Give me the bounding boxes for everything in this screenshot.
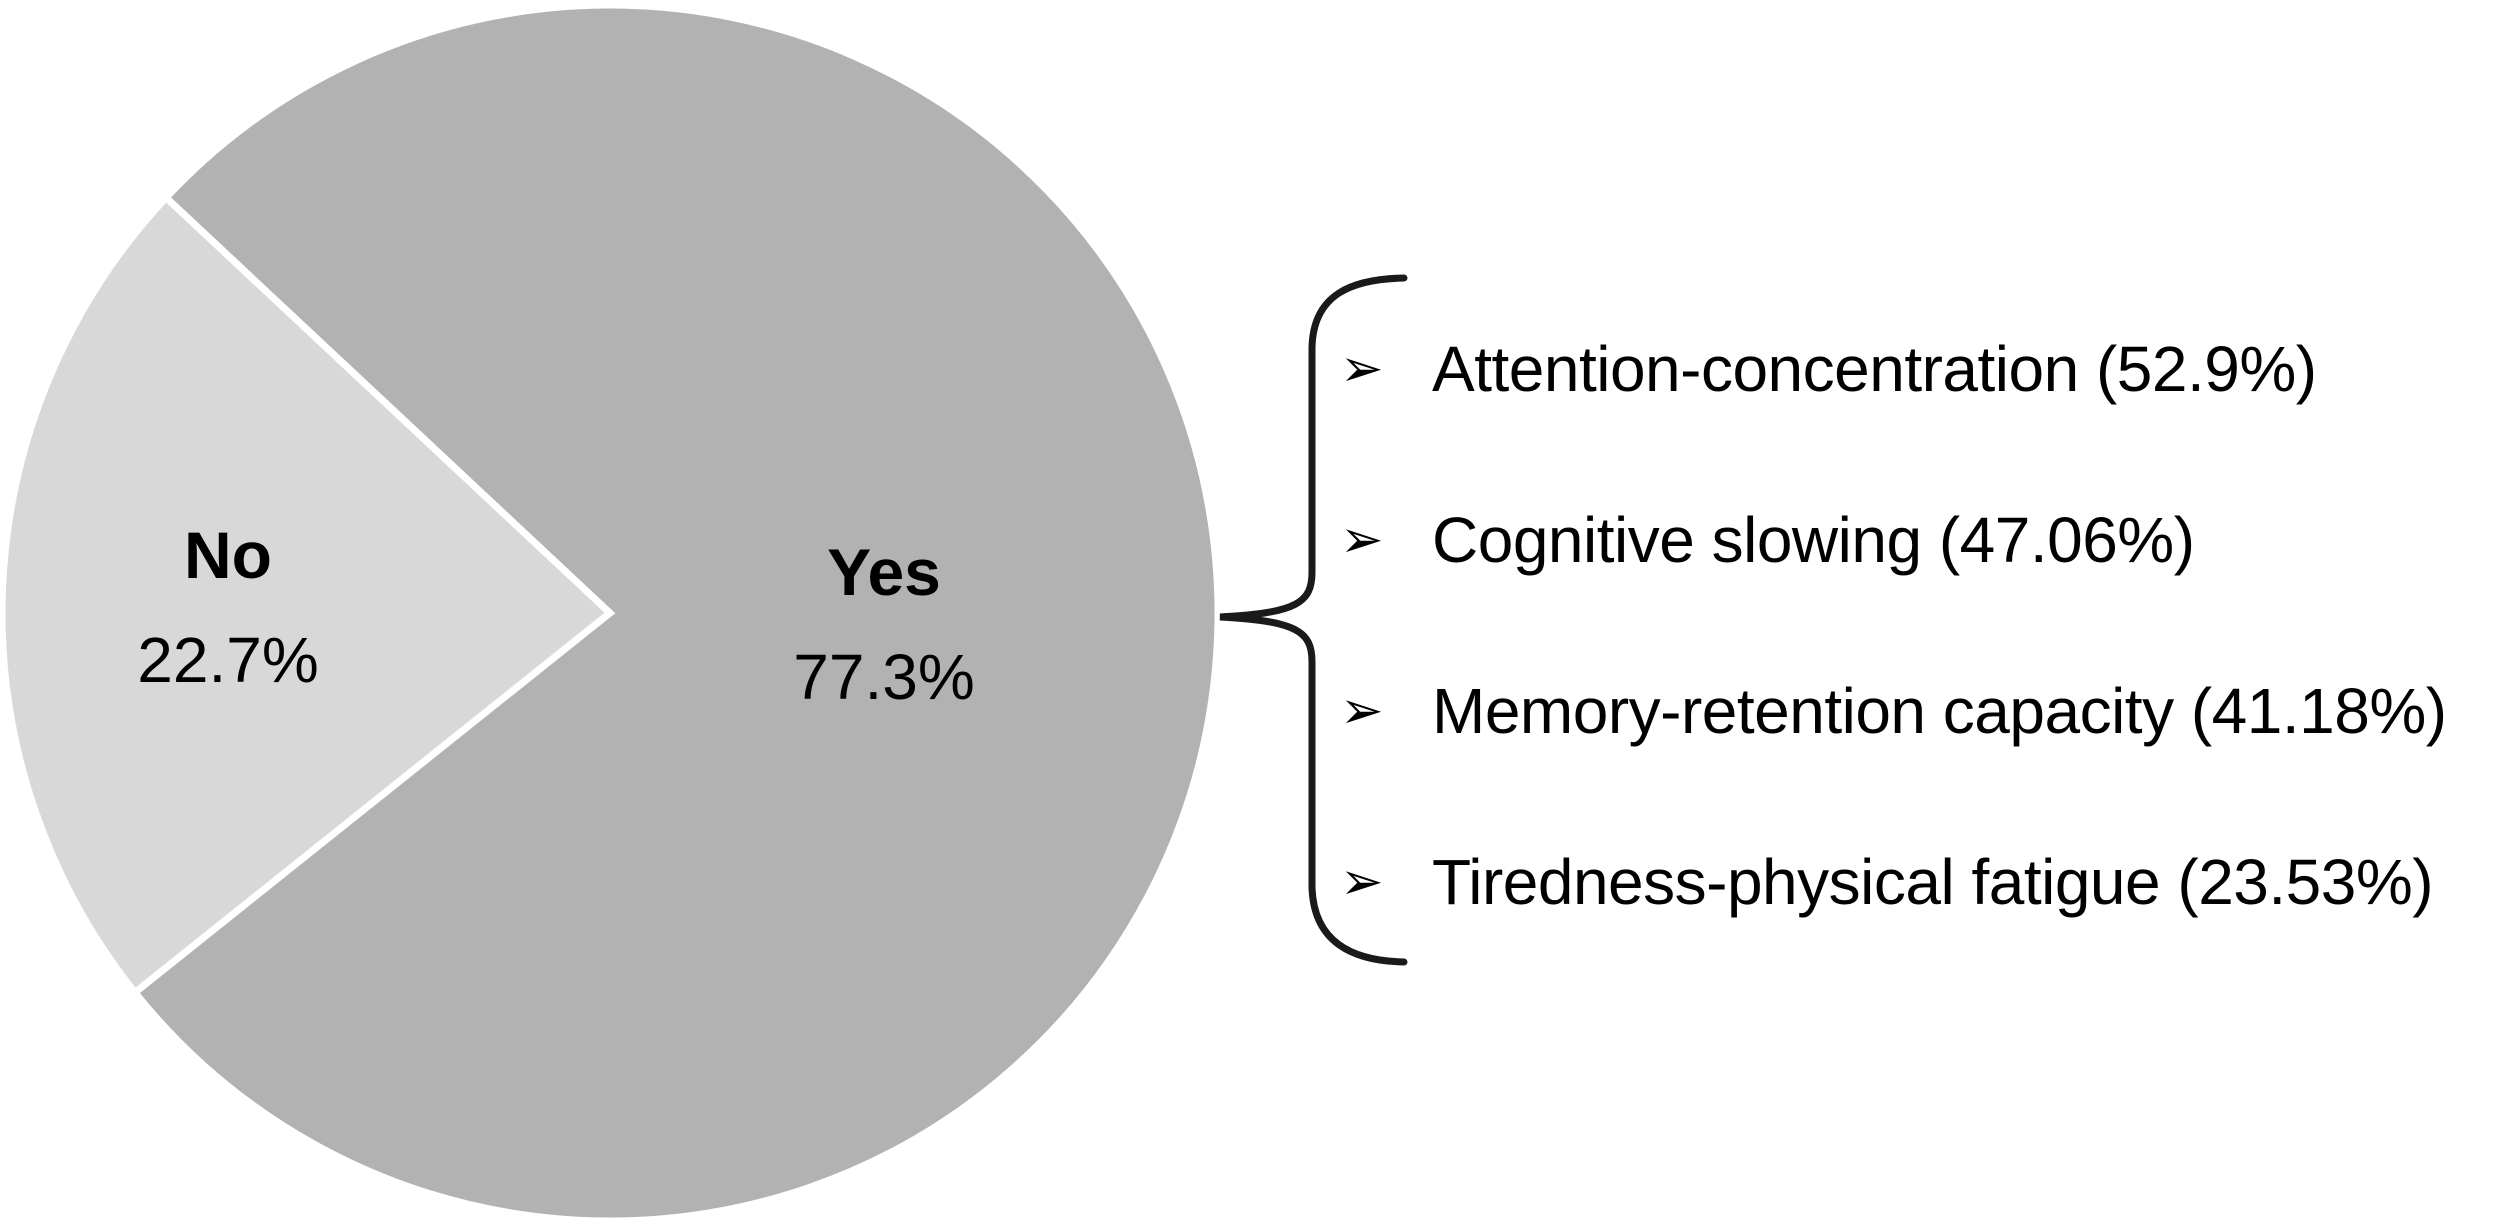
pie-slice-no <box>0 192 616 998</box>
annotation-text: Cognitive slowing (47.06%) <box>1432 503 2195 576</box>
three-d-rightwards-arrowhead-icon: ➢ <box>1340 852 1384 911</box>
annotation-list: ➢ Attention-concentration (52.9%) ➢ Cogn… <box>1340 283 2447 967</box>
brace-connector <box>1219 274 1408 966</box>
slice-percent: 22.7% <box>137 624 319 696</box>
list-item: ➢ Tiredness-physical fatigue (23.53%) <box>1340 796 2447 967</box>
annotation-text: Tiredness-physical fatigue (23.53%) <box>1432 845 2434 918</box>
three-d-rightwards-arrowhead-icon: ➢ <box>1340 339 1384 398</box>
slice-label-yes: Yes 77.3% <box>793 520 974 730</box>
slice-name: No <box>184 518 272 592</box>
list-item: ➢ Attention-concentration (52.9%) <box>1340 283 2447 454</box>
three-d-rightwards-arrowhead-icon: ➢ <box>1340 681 1384 740</box>
list-item: ➢ Cognitive slowing (47.06%) <box>1340 454 2447 625</box>
list-item: ➢ Memory-retention capacity (41.18%) <box>1340 625 2447 796</box>
annotation-text: Memory-retention capacity (41.18%) <box>1432 674 2447 747</box>
annotation-text: Attention-concentration (52.9%) <box>1432 332 2317 405</box>
slice-percent: 77.3% <box>793 641 975 713</box>
pie-slice-yes <box>130 1 1222 1225</box>
three-d-rightwards-arrowhead-icon: ➢ <box>1340 510 1384 569</box>
pie-slices-group <box>0 1 1222 1225</box>
slice-name: Yes <box>827 535 941 609</box>
slice-label-no: No 22.7% <box>137 503 318 713</box>
